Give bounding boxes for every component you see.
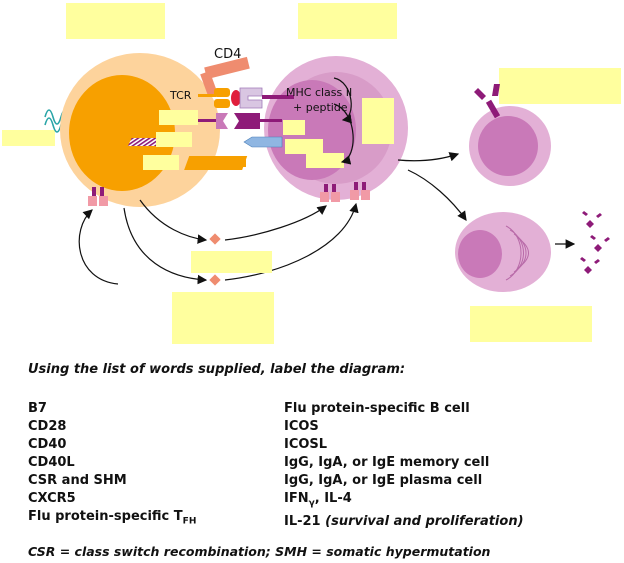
icos-molecule [216,113,228,129]
answer-box-top-left[interactable] [66,3,165,39]
mhc-class-ii [239,87,263,109]
answer-box-synapse-3[interactable] [143,155,179,170]
word-cd40: CD40 [28,437,67,452]
footer-note: CSR = class switch recombination; SMH = … [28,544,491,559]
icosl-stem [260,119,282,122]
cytokine-receptors-tfh [88,187,108,206]
word-il21: IL-21 (survival and proliferation) [284,513,524,531]
cd4-label: CD4 [214,47,241,62]
word-memory-cell: IgG, IgA, or IgE memory cell [284,455,490,470]
secreted-antibodies [580,211,610,274]
answer-box-cytokine-2[interactable] [172,292,274,344]
activation-arc-2 [333,103,354,165]
word-flu-tfh: Flu protein-specific TFH [28,508,196,531]
mhc-label-line1: MHC class II [286,86,352,99]
memory-cell-nucleus [478,116,538,176]
answer-box-synapse-5[interactable] [285,139,323,154]
cd4-molecule-head [204,56,250,80]
answer-box-plasma-cell[interactable] [470,306,592,342]
mhc-stem [262,95,294,99]
word-cxcr5: CXCR5 [28,491,76,506]
word-csr-shm: CSR and SHM [28,473,127,488]
arrow-to-plasma-cell [407,169,467,221]
answer-box-cytokine-1[interactable] [191,251,272,273]
answer-box-synapse-6[interactable] [306,153,344,168]
word-ifn-b: , IL-4 [314,491,352,506]
cytokine-arrow-4 [224,202,359,281]
autocrine-arrow [78,209,119,285]
word-flu-tfh-main: Flu protein-specific T [28,509,183,524]
cytokine-diamond-1 [209,233,221,245]
cytokine-arrow-1 [139,199,208,244]
plasma-cell-er [505,225,529,281]
cytokine-diamond-2 [209,274,221,286]
b7-molecule [184,156,248,170]
answer-box-b-cell[interactable] [362,98,394,144]
tcr-beta [214,99,230,108]
word-flu-tfh-sub: FH [182,516,197,527]
arrow-to-memory-cell [397,152,460,162]
cytokine-arrow-2 [224,205,327,241]
word-ifn-gamma: γ [308,498,315,509]
cytokine-receptors-b-cell-1 [320,184,340,202]
word-flu-b-cell: Flu protein-specific B cell [284,401,470,416]
word-icos: ICOS [284,419,319,434]
answer-box-synapse-1[interactable] [159,110,198,125]
cd40-blue-arrow [243,136,283,148]
icos-stem [198,119,218,122]
answer-box-memory-cell[interactable] [499,68,621,104]
cytokine-receptors-b-cell-2 [350,182,370,200]
cytokine-arrow-3 [123,207,208,285]
answer-box-top-middle[interactable] [298,3,397,39]
tcr-alpha [214,88,230,97]
answer-box-left[interactable] [2,130,55,146]
cd4-molecule-stem [200,71,218,97]
word-b7: B7 [28,401,47,416]
memory-cell-antibody [474,84,501,119]
instructions: Using the list of words supplied, label … [28,362,406,377]
plasma-cell-nucleus [458,230,502,278]
word-ifn-il4: IFNγ, IL-4 [284,490,524,513]
word-cd28: CD28 [28,419,67,434]
tcr-label: TCR [169,89,192,102]
word-list-right: Flu protein-specific B cell ICOS ICOSL I… [284,400,524,531]
word-list-left: B7 CD28 CD40 CD40L CSR and SHM CXCR5 Flu… [28,400,196,531]
word-ifn-a: IFN [284,491,309,506]
tcr-stem [198,94,216,97]
word-cd40l: CD40L [28,455,75,470]
word-icosl: ICOSL [284,437,328,452]
activation-arc-1 [333,77,353,124]
answer-box-synapse-4[interactable] [283,120,305,135]
immune-diagram: CD4 TCR MHC class II + peptide [2,3,621,344]
word-il21-b: (survival and proliferation) [325,513,524,529]
word-il21-a: IL-21 [284,513,326,529]
peptide [231,90,241,106]
answer-box-synapse-2[interactable] [156,132,192,147]
word-plasma-cell: IgG, IgA, or IgE plasma cell [284,473,483,488]
icosl-molecule [234,113,260,129]
